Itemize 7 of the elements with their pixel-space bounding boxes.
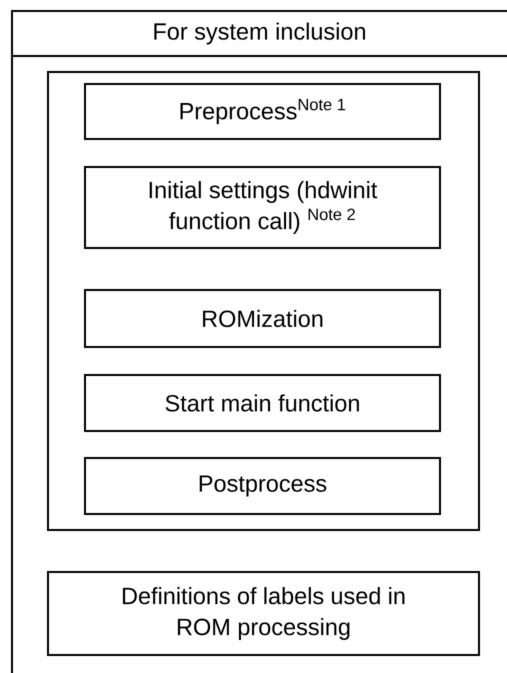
- process-box: Preprocess$^{Note 1}$: [84, 83, 441, 140]
- process-box: Postprocess: [84, 457, 441, 515]
- process-box: ROMization: [84, 289, 441, 348]
- container-box: [47, 71, 480, 531]
- process-box: Initial settings (hdwinit function call) $^{Note 2}$: [84, 166, 441, 249]
- process-box: Definitions of labels used in ROM processing: [47, 571, 480, 656]
- process-box: Start main function: [84, 374, 441, 432]
